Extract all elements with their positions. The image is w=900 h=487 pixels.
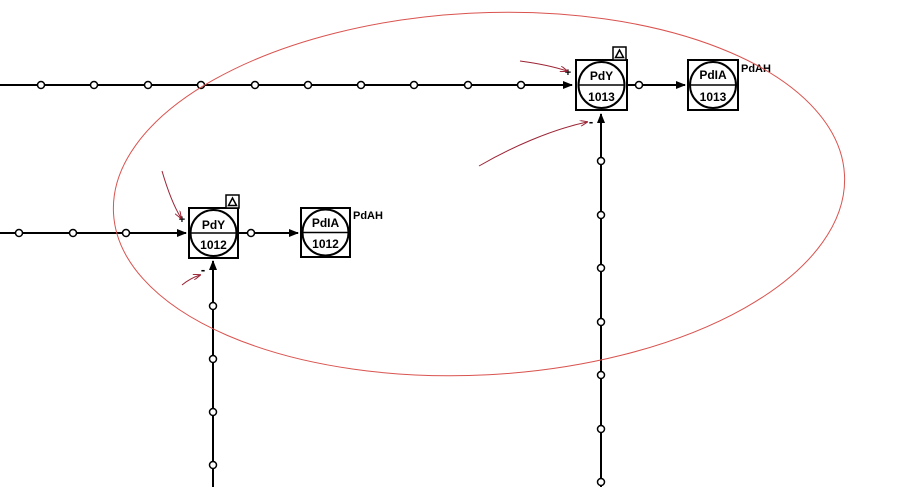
instrument-pdy-1013[interactable]: PdY 1013 [575,59,628,111]
highlight-ellipse [112,11,846,377]
pdy-1013-number: 1013 [588,90,615,104]
pdy-1012-type: PdY [202,218,225,232]
signal-link-1013-bubble [634,80,644,90]
pdia-1013-type: PdIA [699,68,727,82]
annotation-arrow-plus-1013 [519,60,567,71]
signal-line-lower-bubbles [14,228,131,238]
instrument-pdia-1013[interactable]: PdIA 1013 [687,59,739,111]
signal-link-1012-bubble [246,228,256,238]
pdy-1013-plus-sign: + [565,67,571,79]
annotation-arrow-plus-1012 [161,170,181,218]
pdia-1013-alarm-label: PdAH [741,63,771,75]
pdy-1013-type: PdY [590,69,613,83]
pdia-1012-number: 1012 [312,237,339,251]
instrument-pdia-1012[interactable]: PdIA 1012 [300,207,351,258]
signal-line-upper-bubbles [36,80,526,90]
pdy-1012-number: 1012 [200,238,227,252]
pdia-1013-number: 1013 [700,90,727,104]
annotation-arrow-minus-1012 [181,275,200,286]
pdia-1012-alarm-label: PdAH [353,210,383,222]
pdy-1013-minus-sign: - [589,114,593,129]
instrument-pdy-1012[interactable]: PdY 1012 [188,207,239,259]
pdia-1012-type: PdIA [312,216,340,230]
function-triangle-icon-1013 [612,46,627,61]
signal-line-vertical-1013-bubbles [596,156,606,487]
function-triangle-icon-1012 [225,194,240,209]
pdy-1012-minus-sign: - [201,262,205,277]
annotation-arrow-minus-1013 [478,122,587,167]
signal-line-vertical-1012-bubbles [208,301,218,470]
